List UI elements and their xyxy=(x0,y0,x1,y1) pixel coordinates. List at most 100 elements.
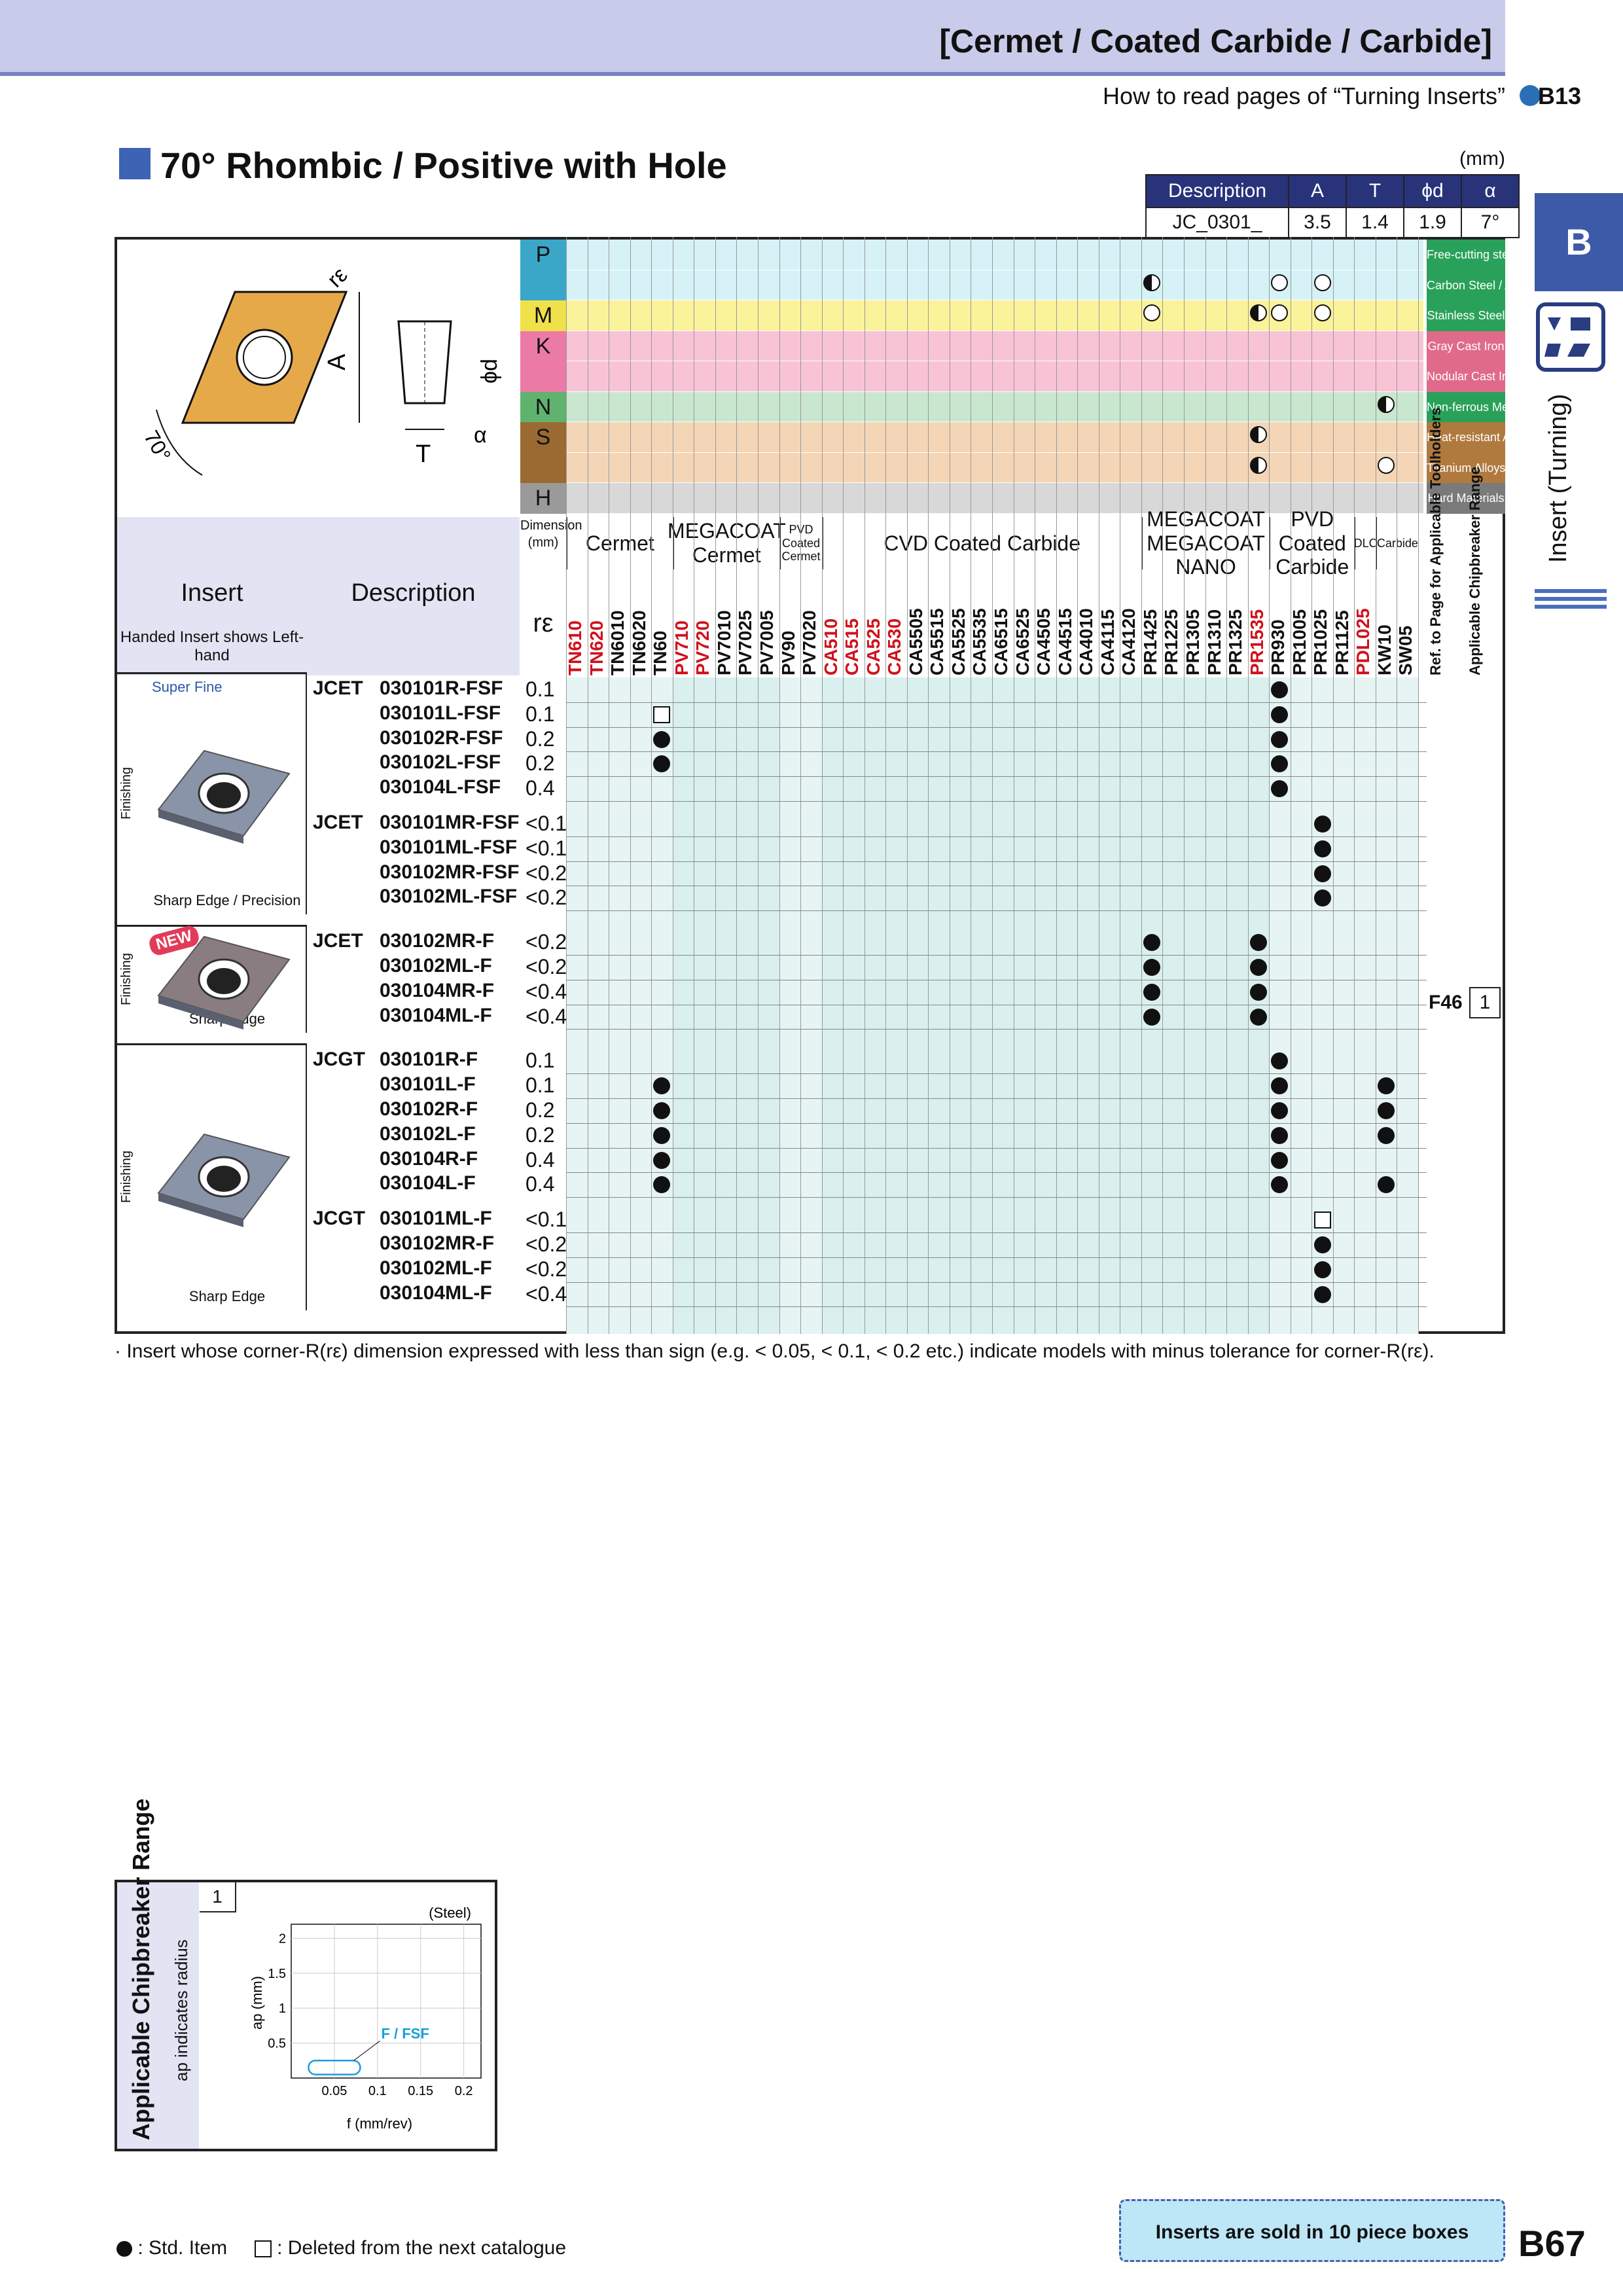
insert-code[interactable]: 030102ML-FSF xyxy=(380,886,518,908)
corner-radius: <0.2 xyxy=(526,930,567,954)
std-item-dot xyxy=(653,1151,671,1169)
grade-group-header: MEGACOAT Cermet xyxy=(668,517,786,569)
std-item-dot xyxy=(1313,1261,1331,1278)
insert-code[interactable]: 030101R-F xyxy=(380,1049,478,1071)
material-code: S xyxy=(520,422,566,453)
grade-shade xyxy=(1397,677,1418,1334)
insert-code[interactable]: 030101R-FSF xyxy=(380,677,503,699)
corner-radius: 0.1 xyxy=(526,702,555,726)
recommended-mark xyxy=(1378,395,1395,413)
insert-code[interactable]: 030102MR-F xyxy=(380,930,495,952)
material-name: Non-ferrous Metals xyxy=(1427,391,1505,422)
insert-code[interactable]: 030101L-FSF xyxy=(380,702,501,724)
material-row xyxy=(520,452,1423,483)
grid-col-line xyxy=(566,237,567,1334)
section-marker xyxy=(119,148,151,179)
insert-code[interactable]: 030104R-F xyxy=(380,1147,478,1170)
corner-radius: 0.1 xyxy=(526,1049,555,1073)
grid-row-line xyxy=(566,1073,1427,1075)
extra-col-header: Ref. to Page for Applicable Toolholders xyxy=(1425,408,1446,675)
chart-y-tick: 0.5 xyxy=(268,2037,286,2051)
insert-code[interactable]: 030102R-F xyxy=(380,1098,478,1120)
grid-col-line xyxy=(800,237,802,1334)
grid-col-line xyxy=(928,237,929,1334)
chart-x-tick: 0.05 xyxy=(321,2084,347,2098)
grade-shade xyxy=(566,677,588,1334)
insert-code[interactable]: 030101MR-FSF xyxy=(380,812,520,833)
grade-shade xyxy=(587,677,609,1334)
grade-shade xyxy=(779,677,801,1334)
dim-header-t: T xyxy=(1346,174,1404,208)
grid-row-line xyxy=(566,726,1427,728)
insert-code[interactable]: 030104MR-F xyxy=(380,979,495,1001)
section-title: 70° Rhombic / Positive with Hole xyxy=(160,145,727,186)
insert-code[interactable]: 030101ML-F xyxy=(380,1208,492,1230)
deleted-item-square xyxy=(1313,1211,1331,1229)
grade-shade xyxy=(1332,677,1355,1334)
grid-row-line xyxy=(566,1122,1427,1124)
corner-radius: 0.2 xyxy=(526,1098,555,1122)
chart-material: (Steel) xyxy=(429,1905,471,1921)
drawing-phid: ϕd xyxy=(477,359,502,384)
ref-page[interactable]: F46 xyxy=(1429,992,1463,1013)
corner-radius: <0.1 xyxy=(526,836,567,860)
recommended-mark xyxy=(1249,304,1267,321)
insert-code[interactable]: 030104ML-F xyxy=(380,1282,492,1304)
insert-code[interactable]: 030102ML-F xyxy=(380,955,492,977)
insert-code[interactable]: 030102MR-FSF xyxy=(380,861,520,883)
dim-header-alpha: α xyxy=(1461,174,1520,208)
suitable-mark xyxy=(1313,274,1331,291)
corner-radius: <0.2 xyxy=(526,861,567,885)
insert-code[interactable]: 030104ML-F xyxy=(380,1004,492,1026)
corner-radius: 0.1 xyxy=(526,1073,555,1098)
insert-drawing: rε A ϕd T α 70° xyxy=(139,262,502,476)
std-item-dot xyxy=(1271,730,1289,748)
insert-code[interactable]: 030104L-FSF xyxy=(380,776,501,798)
dimension-header: Dimension (mm) xyxy=(520,518,582,550)
description-header-bg xyxy=(307,517,520,675)
std-item-dot xyxy=(1271,1052,1289,1070)
corner-radius: 0.4 xyxy=(526,776,555,800)
material-row xyxy=(520,361,1423,392)
grid-col-line xyxy=(906,237,908,1334)
dim-cell-description: JC_0301_ xyxy=(1145,207,1289,238)
chart-y-tick: 1 xyxy=(279,2001,286,2016)
grid-row-line xyxy=(566,1257,1427,1258)
chart-series-label: F / FSF xyxy=(381,2025,429,2041)
std-item-dot xyxy=(1313,865,1331,882)
grid-col-line xyxy=(651,237,652,1334)
insert-code[interactable]: 030104L-F xyxy=(380,1172,476,1194)
insert-code[interactable]: 030102ML-F xyxy=(380,1257,492,1279)
dim-header-d: ϕd xyxy=(1403,174,1462,208)
grid-col-line xyxy=(1141,237,1142,1334)
insert-code[interactable]: 030102MR-F xyxy=(380,1232,495,1254)
grid-row-line xyxy=(566,1172,1427,1174)
grid-col-line xyxy=(736,237,738,1334)
insert-code[interactable]: 030102L-FSF xyxy=(380,751,501,774)
std-item-dot xyxy=(1271,1176,1289,1194)
corner-radius-header: rε xyxy=(533,609,554,637)
arrow-right-icon[interactable] xyxy=(1520,85,1541,106)
grid-col-line xyxy=(1269,237,1270,1334)
std-item-dot xyxy=(1378,1077,1395,1095)
insert-code[interactable]: 030101ML-FSF xyxy=(380,836,518,858)
grid-row-line xyxy=(566,836,1427,837)
material-code: P xyxy=(520,240,566,270)
finishing-label: Finishing xyxy=(119,952,134,1005)
side-tab[interactable]: B xyxy=(1535,193,1623,291)
material-name: Nodular Cast Iron xyxy=(1427,361,1505,392)
howto-link[interactable]: B13 xyxy=(1537,82,1581,109)
std-item-dot xyxy=(653,1077,671,1095)
insert-code[interactable]: 030102L-F xyxy=(380,1122,476,1145)
footnote: · Insert whose corner-R(rε) dimension ex… xyxy=(115,1340,1435,1362)
availability-grid xyxy=(566,237,1427,1334)
drawing-a: A xyxy=(323,353,351,370)
insert-code[interactable]: 030101L-F xyxy=(380,1073,476,1096)
chart-plot-area xyxy=(291,1924,482,2079)
std-item-dot xyxy=(1143,934,1161,952)
insert-code[interactable]: 030102R-FSF xyxy=(380,726,503,749)
corner-radius: <0.4 xyxy=(526,1004,567,1028)
grid-col-line xyxy=(1418,237,1419,1334)
suitable-mark xyxy=(1313,304,1331,321)
drawing-re: rε xyxy=(323,262,353,293)
